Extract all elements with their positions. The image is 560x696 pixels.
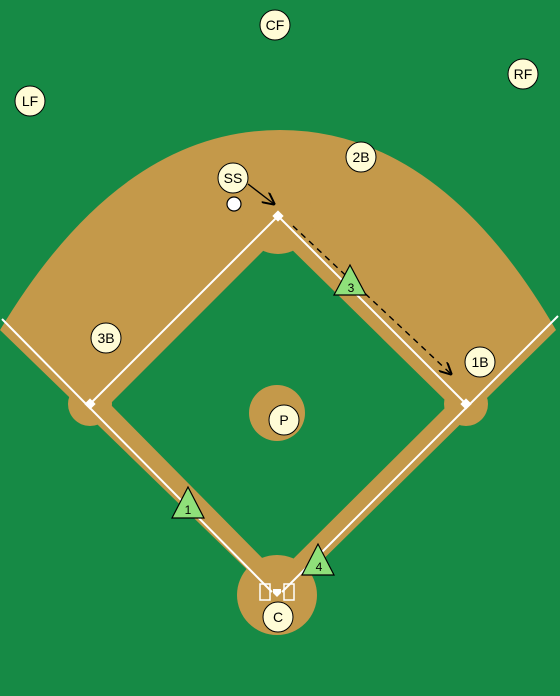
second-base: [272, 210, 284, 222]
runner-4-label: 4: [316, 560, 323, 574]
runner-3-label: 3: [348, 281, 355, 295]
runner-3: 3: [333, 263, 367, 296]
fielder-2b-label: 2B: [352, 149, 369, 165]
first-base-foul-line: [281, 315, 559, 593]
fielder-ss: SS: [217, 162, 249, 194]
fielder-cf: CF: [259, 9, 291, 41]
fielder-cf-label: CF: [266, 17, 285, 33]
fielder-rf: RF: [507, 58, 539, 90]
run-route-dashed-arrow-icon: [292, 225, 451, 374]
fielder-3b: 3B: [90, 322, 122, 354]
throw-arrow-icon: [247, 183, 274, 204]
third-base-foul-line: [1, 318, 273, 593]
fielder-catcher-label: C: [273, 609, 283, 625]
fielder-pitcher: P: [268, 404, 300, 436]
fielder-catcher: C: [262, 601, 294, 633]
first-base: [460, 398, 472, 410]
right-batters-box: [283, 583, 295, 601]
fielder-lf: LF: [14, 85, 46, 117]
runner-4: 4: [301, 542, 335, 576]
fielder-rf-label: RF: [514, 66, 533, 82]
fielder-ss-label: SS: [224, 170, 243, 186]
left-batters-box: [259, 583, 271, 601]
baseball-icon: [226, 196, 242, 212]
fielder-lf-label: LF: [22, 93, 38, 109]
fielder-2b: 2B: [345, 141, 377, 173]
fielder-1b: 1B: [464, 346, 496, 378]
runner-1: 1: [171, 485, 205, 519]
home-plate: [273, 589, 281, 597]
runner-1-label: 1: [185, 503, 192, 517]
fielder-3b-label: 3B: [97, 330, 114, 346]
fielder-pitcher-label: P: [279, 412, 288, 428]
fielder-1b-label: 1B: [471, 354, 488, 370]
